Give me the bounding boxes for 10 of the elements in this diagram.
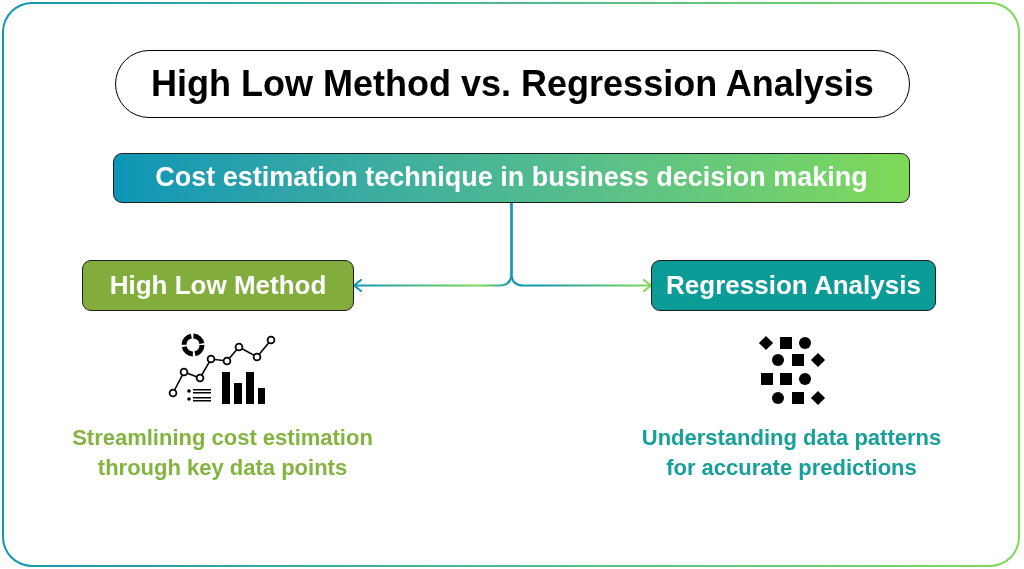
- arrow: [510, 203, 653, 293]
- node-text: Cost estimation technique in business decision making: [155, 161, 868, 195]
- method-box: [651, 260, 936, 311]
- caption-text: Understanding data patterns for accurate predictions: [640, 424, 943, 482]
- title: High Low Method vs. Regression Analysis: [115, 50, 910, 118]
- node-text: Regression Analysis: [666, 269, 921, 302]
- method-box: [82, 260, 354, 311]
- node-text: High Low Method: [109, 269, 327, 302]
- gradient-banner: [113, 153, 910, 203]
- caption-text: Streamlining cost estimation through key data points: [71, 424, 374, 482]
